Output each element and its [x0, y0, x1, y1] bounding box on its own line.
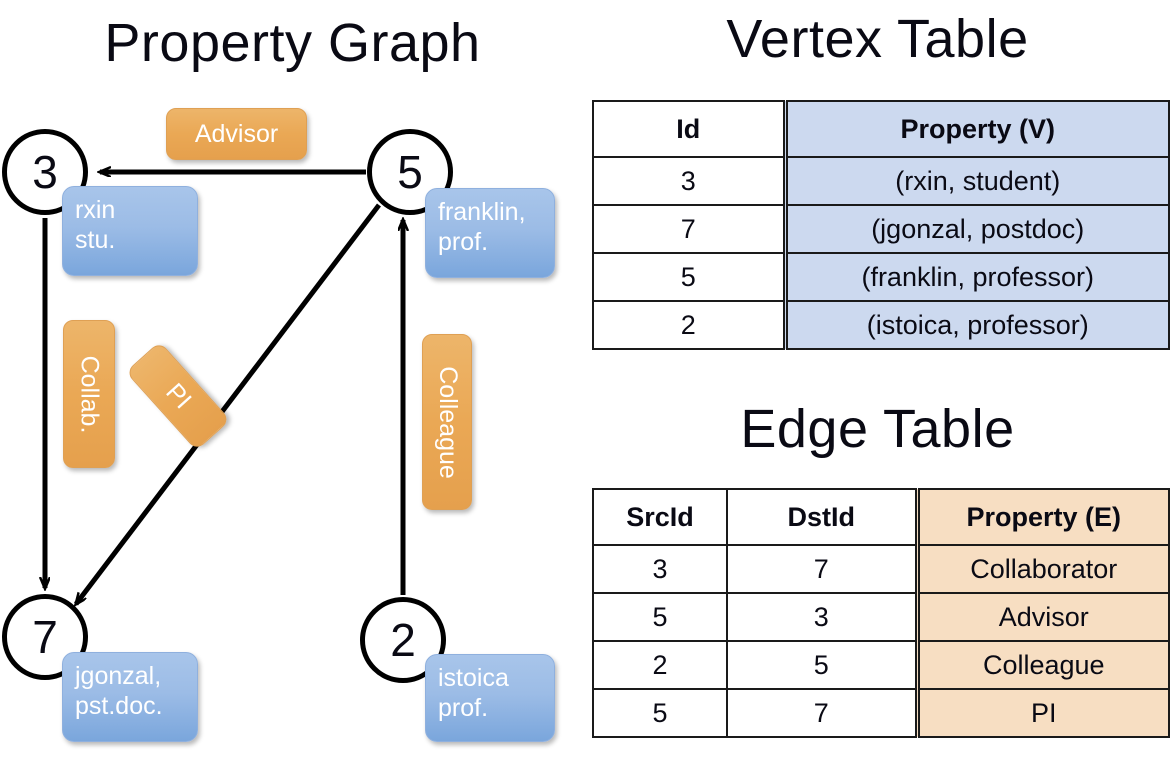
edge-table-header-srcid: SrcId	[592, 488, 728, 546]
table-row[interactable]: 5 7 PI	[592, 688, 1170, 738]
edge-label-colleague-text: Colleague	[433, 365, 462, 479]
node-property-box-franklin[interactable]: franklin, prof.	[425, 188, 555, 278]
edge-label-colleague[interactable]: Colleague	[422, 334, 472, 510]
vertex-table-header-property: Property (V)	[782, 100, 1170, 158]
edge-cell-dstid: 7	[726, 544, 918, 594]
vertex-table: Id Property (V) 3 (rxin, student) 7 (jgo…	[592, 100, 1170, 350]
edge-label-pi-text: PI	[160, 377, 197, 414]
vertex-cell-id: 5	[592, 252, 786, 302]
vertex-cell-id: 7	[592, 204, 786, 254]
edge-5-to-7-pi	[76, 203, 381, 604]
edge-cell-srcid: 3	[592, 544, 728, 594]
page-title-edge-table: Edge Table	[740, 399, 1015, 459]
vertex-cell-property: (jgonzal, postdoc)	[782, 204, 1170, 254]
table-row[interactable]: 5 3 Advisor	[592, 592, 1170, 642]
edge-cell-dstid: 3	[726, 592, 918, 642]
vertex-cell-id: 2	[592, 300, 786, 350]
page-title-vertex-table: Vertex Table	[726, 9, 1029, 69]
table-row[interactable]: 2 (istoica, professor)	[592, 300, 1170, 350]
edge-cell-property: Advisor	[914, 592, 1170, 642]
vertex-table-header-id: Id	[592, 100, 786, 158]
edge-label-collab[interactable]: Collab.	[63, 320, 115, 468]
node-property-box-rxin[interactable]: rxin stu.	[62, 186, 198, 276]
vertex-cell-property: (franklin, professor)	[782, 252, 1170, 302]
vertex-cell-property: (rxin, student)	[782, 156, 1170, 206]
edge-cell-srcid: 5	[592, 688, 728, 738]
table-row[interactable]: 3 (rxin, student)	[592, 156, 1170, 206]
vertex-cell-id: 3	[592, 156, 786, 206]
edge-cell-srcid: 2	[592, 640, 728, 690]
edge-table-header-dstid: DstId	[726, 488, 918, 546]
vertex-table-header-row: Id Property (V)	[592, 100, 1170, 158]
node-property-box-istoica[interactable]: istoica prof.	[425, 654, 555, 742]
edge-cell-property: PI	[914, 688, 1170, 738]
edge-table-header-row: SrcId DstId Property (E)	[592, 488, 1170, 546]
edge-cell-dstid: 7	[726, 688, 918, 738]
edge-table: SrcId DstId Property (E) 3 7 Collaborato…	[592, 488, 1170, 738]
edge-cell-property: Colleague	[914, 640, 1170, 690]
table-row[interactable]: 7 (jgonzal, postdoc)	[592, 204, 1170, 254]
node-property-box-jgonzal[interactable]: jgonzal, pst.doc.	[62, 652, 198, 742]
edge-label-collab-text: Collab.	[75, 355, 104, 433]
graph-node-5[interactable]: 5	[367, 129, 453, 215]
edge-label-advisor[interactable]: Advisor	[166, 108, 307, 160]
graph-node-2[interactable]: 2	[360, 597, 446, 683]
edge-table-header-property: Property (E)	[914, 488, 1170, 546]
property-graph-diagram: 3 5 7 2 rxin stu. franklin, prof. jgonza…	[0, 0, 585, 760]
table-row[interactable]: 2 5 Colleague	[592, 640, 1170, 690]
table-row[interactable]: 3 7 Collaborator	[592, 544, 1170, 594]
graph-edges-svg	[0, 0, 585, 760]
vertex-cell-property: (istoica, professor)	[782, 300, 1170, 350]
edge-cell-property: Collaborator	[914, 544, 1170, 594]
page-title-property-graph: Property Graph	[104, 13, 481, 73]
edge-cell-dstid: 5	[726, 640, 918, 690]
edge-cell-srcid: 5	[592, 592, 728, 642]
table-row[interactable]: 5 (franklin, professor)	[592, 252, 1170, 302]
